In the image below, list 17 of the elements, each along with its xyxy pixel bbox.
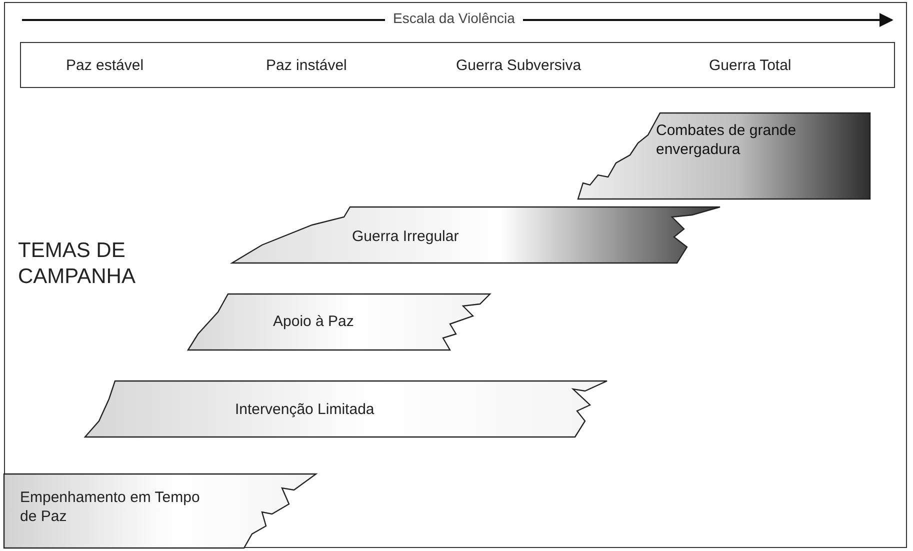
scale-label: Guerra Total <box>709 57 792 74</box>
campaign-theme-band <box>578 113 870 199</box>
theme-label: Intervenção Limitada <box>235 400 376 419</box>
scale-label: Guerra Subversiva <box>456 57 582 74</box>
scale-panel <box>20 42 895 88</box>
theme-label: Empenhamento em Tempo de Paz <box>20 488 201 526</box>
scale-label: Paz instável <box>266 57 347 74</box>
axis-title: Escala da Violência <box>385 10 523 26</box>
campaign-theme-band <box>232 207 722 263</box>
scale-label: Paz estável <box>66 57 144 74</box>
theme-label: Guerra Irregular <box>352 227 460 246</box>
theme-label: Apoio à Paz <box>273 312 355 331</box>
section-heading: TEMAS DE CAMPANHA <box>18 238 136 290</box>
campaign-theme-band <box>188 294 490 350</box>
theme-label: Combates de grande envergadura <box>656 121 798 159</box>
campaign-theme-band <box>85 381 607 437</box>
campaign-theme-band <box>4 474 316 548</box>
